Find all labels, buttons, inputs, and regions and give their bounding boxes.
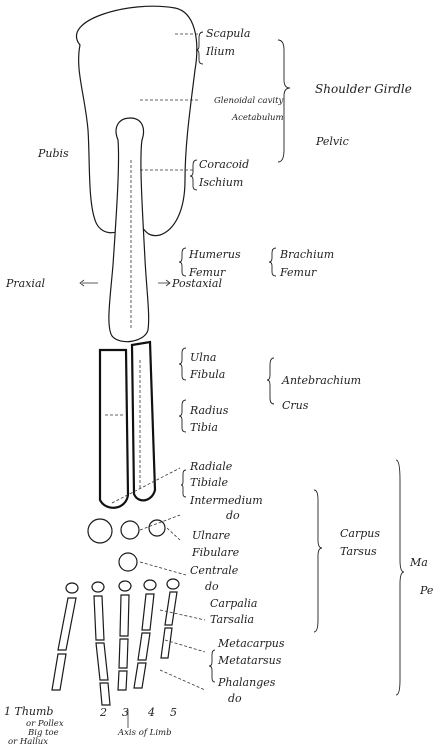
label-digit-4: 4	[147, 706, 155, 719]
label-metacarpus: Metacarpus	[217, 637, 285, 650]
radiale-bone	[88, 519, 112, 543]
label-digit-5: 5	[170, 706, 177, 719]
label-intermedium-do: do	[226, 509, 240, 522]
label-or-hallux: or Hallux	[8, 737, 48, 745]
label-tarsus: Tarsus	[340, 545, 377, 558]
label-intermedium: Intermedium	[189, 494, 263, 507]
digit-4	[134, 594, 154, 688]
ulna-bone	[132, 342, 155, 500]
digit-3	[118, 595, 129, 690]
label-crus: Crus	[282, 399, 309, 412]
label-pubis: Pubis	[37, 147, 69, 160]
label-ischium: Ischium	[198, 176, 243, 189]
label-metatarsus: Metatarsus	[217, 654, 282, 667]
label-glenoidal-cavity: Glenoidal cavity	[214, 96, 284, 106]
label-praxial: Praxial	[5, 277, 45, 290]
ulnare-bone	[149, 520, 165, 536]
label-digit-2: 2	[99, 706, 107, 719]
digit-5	[161, 592, 177, 658]
label-femur-right: Femur	[279, 266, 317, 279]
label-radius: Radius	[189, 404, 229, 417]
intermedium-bone	[121, 521, 139, 539]
label-shoulder-girdle: Shoulder Girdle	[315, 82, 412, 96]
label-ulnare: Ulnare	[192, 529, 231, 542]
label-thumb: 1 Thumb	[4, 705, 53, 718]
label-manus: Ma	[409, 556, 428, 569]
digit-1	[52, 598, 76, 690]
label-fibulare: Fibulare	[191, 546, 240, 559]
label-postaxial: Postaxial	[171, 277, 222, 290]
label-phalanges: Phalanges	[217, 676, 276, 689]
label-tibiale: Tibiale	[190, 476, 228, 489]
label-brachium: Brachium	[279, 248, 334, 261]
label-radiale: Radiale	[189, 460, 233, 473]
label-humerus: Humerus	[188, 248, 241, 261]
label-acetabulum: Acetabulum	[231, 113, 284, 123]
label-scapula: Scapula	[206, 27, 250, 40]
centrale-bone	[119, 553, 137, 571]
label-tarsalia: Tarsalia	[210, 613, 254, 626]
radius-bone	[100, 350, 128, 508]
label-axis-of-limb: Axis of Limb	[117, 728, 172, 738]
label-coracoid: Coracoid	[199, 158, 249, 171]
digit-2	[94, 596, 110, 705]
label-phalanges-do: do	[228, 692, 242, 705]
label-fibula: Fibula	[189, 368, 225, 381]
label-ulna: Ulna	[190, 351, 216, 364]
label-pes: Pe	[419, 584, 434, 597]
label-antebrachium: Antebrachium	[281, 374, 361, 387]
label-ilium: Ilium	[205, 45, 235, 58]
label-carpalia: Carpalia	[210, 597, 257, 610]
label-digit-3: 3	[122, 706, 129, 719]
label-carpus: Carpus	[340, 527, 380, 540]
label-centrale: Centrale	[190, 564, 239, 577]
label-tibia: Tibia	[190, 421, 218, 434]
label-pelvic: Pelvic	[315, 135, 349, 148]
label-centrale-do: do	[205, 580, 219, 593]
